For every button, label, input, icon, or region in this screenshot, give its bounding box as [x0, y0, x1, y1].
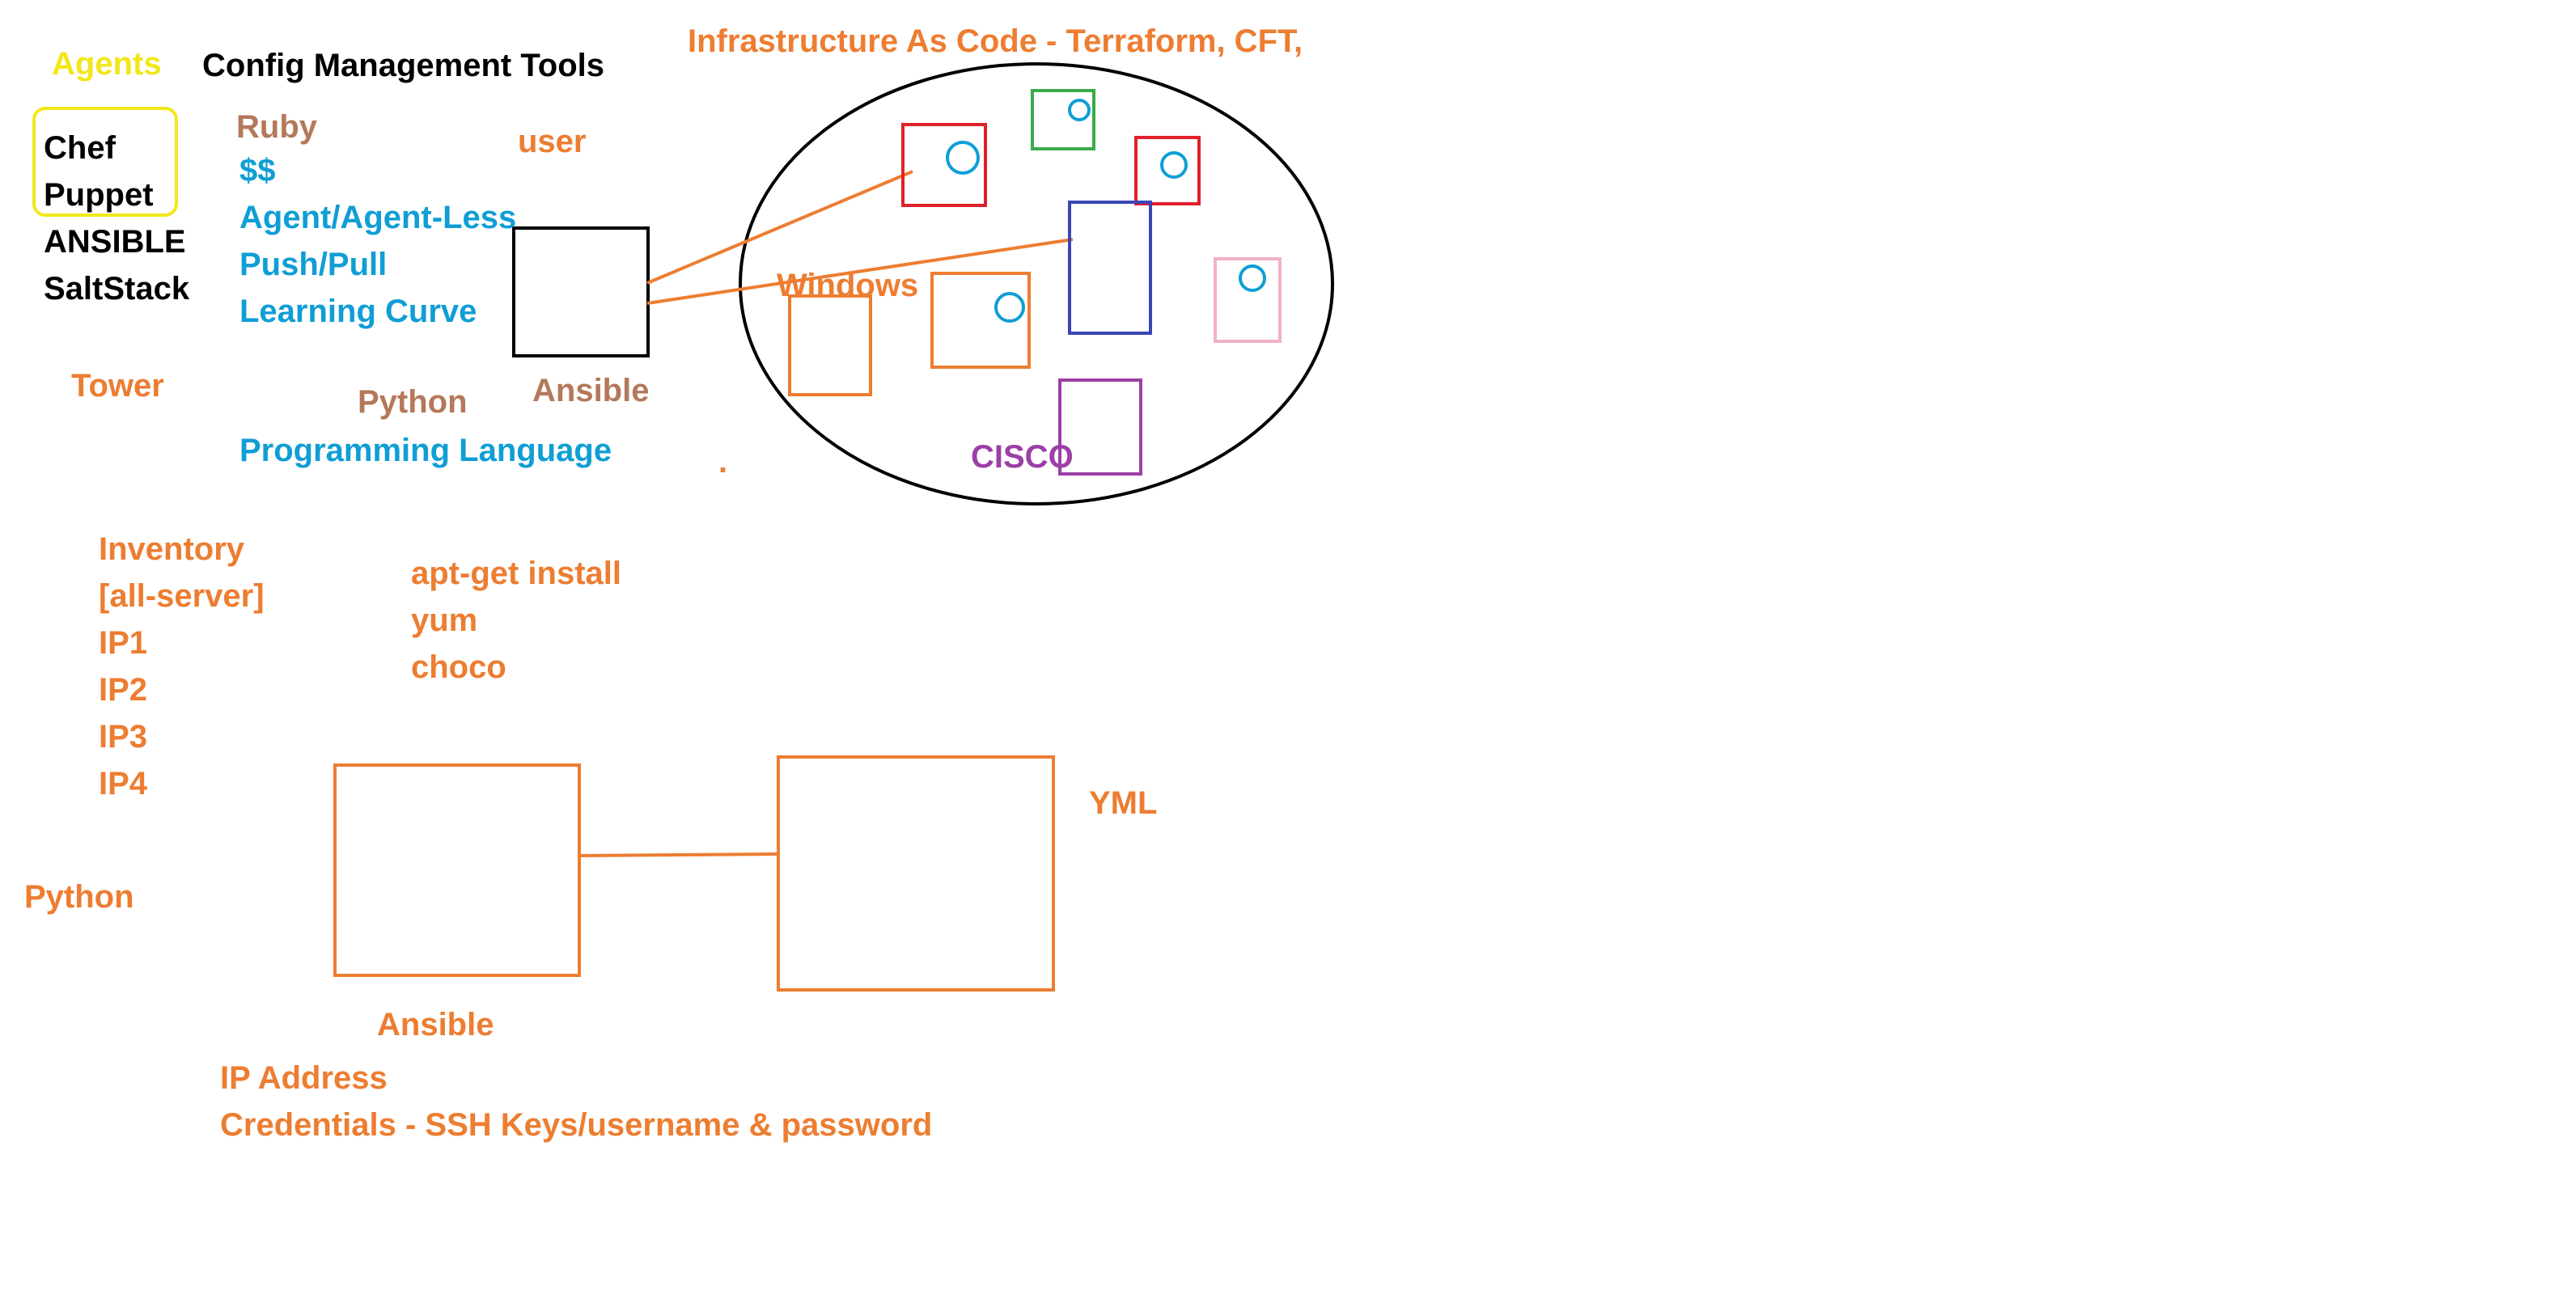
- server-box-navy: [1068, 201, 1152, 335]
- connection-line-1: [646, 170, 913, 285]
- agents-label: Agents: [52, 46, 162, 82]
- server-box-red-2: [1134, 136, 1201, 205]
- ansible-to-yml-line: [578, 852, 779, 857]
- server-box-orange: [930, 272, 1031, 369]
- server-node-icon: [946, 141, 980, 175]
- user-label: user: [518, 124, 587, 159]
- criteria-push-pull: Push/Pull: [239, 247, 388, 282]
- agents-highlight-box: [32, 107, 178, 217]
- inventory-ip2: IP2: [99, 672, 148, 708]
- pkg-apt: apt-get install: [411, 556, 622, 591]
- inventory-title: Inventory: [99, 531, 245, 567]
- ip-address-note: IP Address: [220, 1060, 388, 1096]
- inventory-ip4: IP4: [99, 766, 148, 801]
- tool-puppet: Puppet: [44, 177, 154, 213]
- tower-label: Tower: [71, 368, 164, 404]
- ansible-box: [333, 763, 581, 977]
- pkg-choco: choco: [411, 649, 506, 685]
- server-node-icon: [994, 292, 1025, 323]
- yml-label: YML: [1089, 785, 1158, 821]
- config-tools-title: Config Management Tools: [202, 48, 605, 83]
- python-left-label: Python: [24, 879, 134, 915]
- inventory-group: [all-server]: [99, 578, 265, 614]
- ansible-node-label: Ansible: [532, 373, 650, 408]
- pkg-yum: yum: [411, 603, 478, 638]
- server-box-green: [1031, 89, 1095, 150]
- server-box-red-1: [901, 123, 987, 207]
- inventory-ip3: IP3: [99, 719, 148, 755]
- inventory-ip1: IP1: [99, 625, 148, 661]
- programming-language-label: Programming Language: [239, 433, 612, 468]
- credentials-note: Credentials - SSH Keys/username & passwo…: [220, 1107, 933, 1143]
- cisco-device-box: [1058, 378, 1142, 476]
- yml-box: [777, 755, 1055, 992]
- server-node-icon: [1239, 264, 1266, 292]
- ansible-control-node-box: [512, 226, 650, 357]
- criteria-cost: $$: [239, 153, 276, 188]
- managed-hosts-ellipse: [739, 62, 1334, 505]
- server-node-icon: [1160, 151, 1188, 179]
- python-label: Python: [358, 384, 468, 420]
- cisco-label: CISCO: [971, 439, 1074, 475]
- windows-label: Windows: [777, 268, 919, 303]
- server-box-pink: [1214, 257, 1282, 343]
- criteria-agent: Agent/Agent-Less: [239, 200, 517, 235]
- windows-server-box: [788, 294, 872, 396]
- iac-title: Infrastructure As Code - Terraform, CFT,: [688, 23, 1303, 59]
- connection-line-2: [646, 238, 1074, 305]
- stray-dot: .: [718, 444, 728, 480]
- tool-ansible: ANSIBLE: [44, 224, 186, 260]
- criteria-learning-curve: Learning Curve: [239, 294, 477, 329]
- tool-chef: Chef: [44, 130, 116, 166]
- tool-saltstack: SaltStack: [44, 271, 190, 307]
- ruby-label: Ruby: [236, 109, 317, 145]
- ansible-label: Ansible: [377, 1007, 494, 1042]
- server-node-icon: [1068, 99, 1091, 121]
